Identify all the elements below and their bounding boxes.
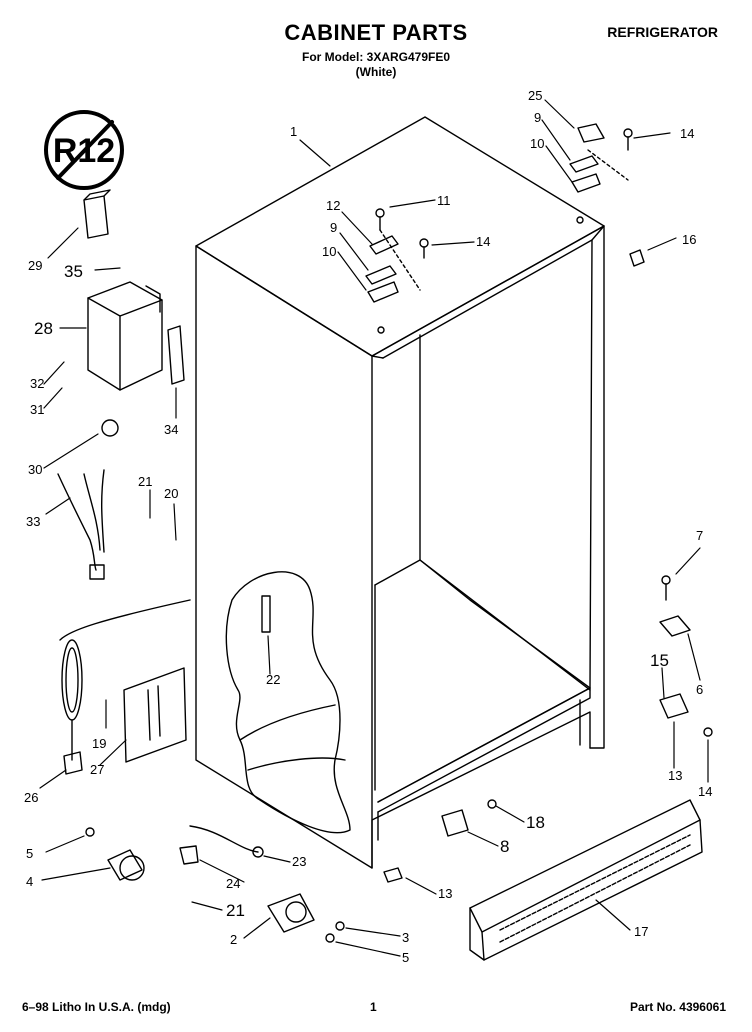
r12-prohibited-icon: R12 — [44, 110, 124, 190]
part-26-cord — [59, 599, 191, 775]
part-29-relay — [83, 189, 111, 239]
callout-17: 17 — [634, 924, 648, 939]
callout-10a: 10 — [322, 244, 336, 259]
callout-24: 24 — [226, 876, 240, 891]
model-line: For Model: 3XARG479FE0 — [301, 50, 451, 64]
callout-14c: 14 — [698, 784, 712, 799]
model-info: For Model: 3XARG479FE0 (White) — [0, 50, 752, 80]
callout-12: 12 — [326, 198, 340, 213]
top-hinge-center — [365, 208, 429, 334]
callout-33: 33 — [26, 514, 40, 529]
part-6-bracket — [659, 575, 691, 637]
callout-7: 7 — [696, 528, 703, 543]
callout-22: 22 — [266, 672, 280, 687]
callout-8: 8 — [500, 837, 509, 856]
part-28-control-box — [87, 281, 163, 391]
callout-14b: 14 — [680, 126, 694, 141]
callout-35: 35 — [64, 262, 83, 281]
callout-3: 3 — [402, 930, 409, 945]
part-27-bracket — [123, 667, 187, 763]
callout-26: 26 — [24, 790, 38, 805]
callout-31: 31 — [30, 402, 44, 417]
callout-4: 4 — [26, 874, 33, 889]
part-13-clip — [383, 867, 403, 883]
callout-10b: 10 — [530, 136, 544, 151]
page-title: CABINET PARTS — [284, 20, 468, 45]
callout-9b: 9 — [534, 110, 541, 125]
r12-badge-text: R12 — [53, 132, 115, 170]
callout-30: 30 — [28, 462, 42, 477]
callout-23: 23 — [292, 854, 306, 869]
callout-20: 20 — [164, 486, 178, 501]
footer-part-number: Part No. 4396061 — [629, 1000, 726, 1014]
part-34-handle — [167, 325, 185, 385]
callout-29: 29 — [28, 258, 42, 273]
part-16-clip — [629, 249, 645, 267]
callout-34: 34 — [164, 422, 178, 437]
callout-1: 1 — [290, 124, 297, 139]
part-23-tube — [189, 825, 264, 858]
callout-27: 27 — [90, 762, 104, 777]
callout-13a: 13 — [668, 768, 682, 783]
callout-2: 2 — [230, 932, 237, 947]
callout-9a: 9 — [330, 220, 337, 235]
callout-19: 19 — [92, 736, 106, 751]
callout-21a: 21 — [138, 474, 152, 489]
part-2-roller — [267, 893, 345, 943]
footer-page-number: 1 — [370, 1000, 377, 1014]
model-variant: (White) — [355, 65, 397, 79]
part-4-roller — [85, 827, 145, 881]
callout-21b: 21 — [226, 901, 245, 920]
top-hinge-right — [569, 123, 633, 224]
callout-14a: 14 — [476, 234, 490, 249]
part-33-harness — [57, 469, 105, 580]
cabinet-body — [195, 116, 605, 869]
part-15-bracket — [659, 693, 713, 737]
part-30-grommet — [101, 419, 119, 437]
callout-5a: 5 — [26, 846, 33, 861]
callout-25: 25 — [528, 88, 542, 103]
callout-5b: 5 — [402, 950, 409, 965]
leader-lines — [39, 99, 709, 957]
callout-11: 11 — [437, 193, 451, 208]
callout-13b: 13 — [438, 886, 452, 901]
part-24-clip — [179, 845, 199, 865]
callout-16: 16 — [682, 232, 696, 247]
callout-18: 18 — [526, 813, 545, 832]
appliance-type: REFRIGERATOR — [607, 24, 718, 40]
footer-litho: 6–98 Litho In U.S.A. (mdg) — [22, 1000, 171, 1014]
callout-labels: 1 11 12 9 10 14 25 9 10 14 16 29 35 28 3… — [24, 88, 712, 965]
callout-28: 28 — [34, 319, 53, 338]
callout-15: 15 — [650, 651, 669, 670]
callout-32: 32 — [30, 376, 44, 391]
part-17-grille — [469, 799, 703, 961]
part-8-bracket — [441, 799, 497, 837]
part-22-spring — [261, 595, 271, 633]
callout-6: 6 — [696, 682, 703, 697]
